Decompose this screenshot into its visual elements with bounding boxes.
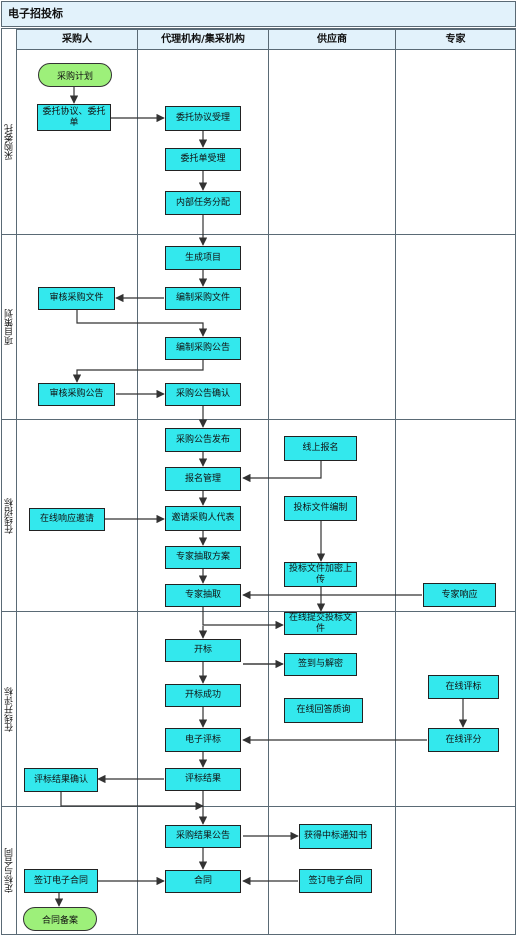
node-gen-project: 生成项目 (165, 246, 241, 270)
node-eval-confirm: 评标结果确认 (24, 768, 98, 792)
node-expert-draw: 专家抽取 (165, 584, 241, 607)
node-purchase-plan: 采购计划 (38, 63, 112, 87)
node-qa-online: 在线回答质询 (284, 698, 363, 723)
node-signin-decrypt: 签到与解密 (284, 653, 357, 676)
node-accept-order: 委托单受理 (165, 148, 241, 171)
node-online-eval: 在线评标 (428, 675, 499, 699)
node-compile-notice: 编制采购公告 (165, 337, 241, 360)
node-assign: 内部任务分配 (165, 191, 241, 215)
node-expert-plan: 专家抽取方案 (165, 546, 241, 569)
node-result-notice: 采购结果公告 (165, 825, 241, 848)
node-bid-prepare: 投标文件编制 (284, 496, 357, 521)
node-entrust: 委托协议、委托单 (37, 104, 111, 131)
node-expert-respond: 专家响应 (423, 583, 496, 607)
phase-label-entrust: 采购委托 (4, 124, 15, 160)
node-register-manage: 报名管理 (165, 467, 241, 491)
phase-label-award: 定标与合同 (4, 848, 15, 893)
diagram-title: 电子招投标 (1, 1, 516, 27)
node-archive: 合同备案 (23, 907, 97, 931)
node-win-notice: 获得中标通知书 (299, 824, 372, 849)
node-publish-notice: 采购公告发布 (165, 428, 241, 452)
node-encrypt-upload: 投标文件加密上传 (284, 562, 357, 587)
phase-label-planning: 项目策划 (4, 309, 15, 345)
node-review-doc: 审核采购文件 (38, 287, 115, 310)
node-confirm-notice: 采购公告确认 (165, 383, 241, 406)
node-sign-buyer: 签订电子合同 (24, 869, 98, 893)
node-compile-doc: 编制采购文件 (165, 287, 241, 310)
node-contract: 合同 (165, 870, 241, 893)
node-review-notice: 审核采购公告 (38, 383, 115, 406)
node-open-success: 开标成功 (165, 684, 241, 707)
node-open-bid: 开标 (165, 639, 241, 662)
node-accept-agreement: 委托协议受理 (165, 106, 241, 131)
phase-label-tender: 在线招标 (4, 497, 15, 534)
node-respond-invite: 在线响应邀请 (29, 508, 105, 531)
node-eval-result: 评标结果 (165, 768, 241, 791)
node-e-eval: 电子评标 (165, 728, 241, 752)
node-invite-rep: 邀请采购人代表 (165, 506, 241, 531)
phase-label-bid-eval: 在线开评标 (4, 686, 15, 732)
node-sign-supplier: 签订电子合同 (299, 869, 372, 893)
node-submit-online: 在线提交投标文件 (284, 612, 357, 635)
node-online-score: 在线评分 (428, 728, 499, 752)
node-register-online: 线上报名 (284, 436, 357, 461)
